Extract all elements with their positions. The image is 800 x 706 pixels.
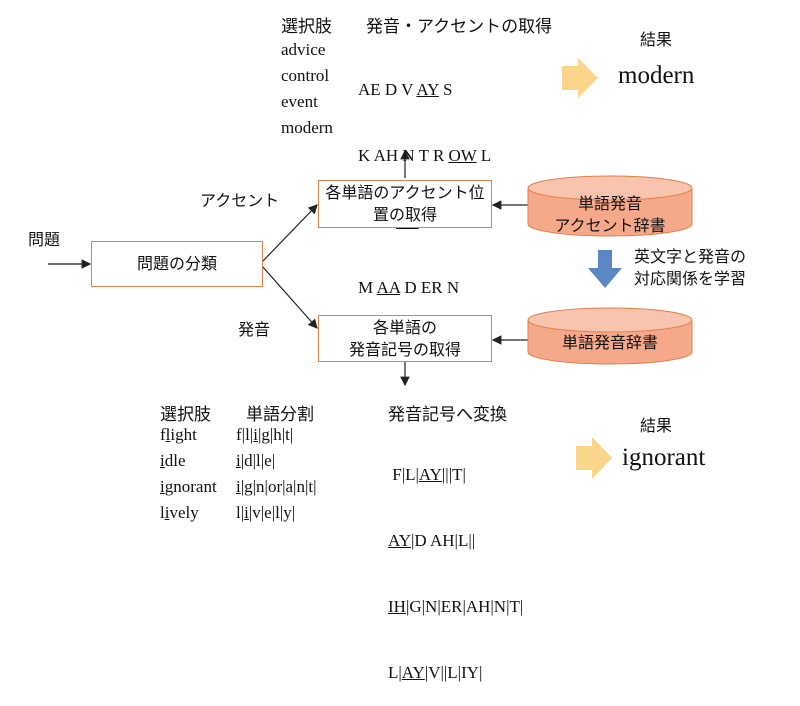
accent-phoneme: AY [416,80,439,99]
pron-symbol-box-line1: 各単語の [372,317,437,337]
top-phoneme-row: M AA D ER N [358,278,460,297]
top-phoneme-row: K AH N T R OW L [358,146,492,165]
bottom-table-split: f|l|i|g|h|t| i|d|l|e| i|g|n|or|a|n|t| l|… [236,422,317,526]
accent-dictionary-line2: アクセント辞書 [554,216,666,235]
top-phoneme-row: AE D V AY S [358,80,453,99]
pron-branch-label: 発音 [238,320,271,339]
diagram-connectors [48,58,693,479]
learn-label: 英文字と発音の 対応関係を学習 [634,246,746,290]
bottom-word: ignorant [160,477,217,496]
phoneme-row: IH|G|N|ER|AH|N|T| [388,597,524,616]
bottom-word: flight [160,425,197,444]
top-word: modern [281,118,333,137]
phoneme-row: F|L|AY|||T| [388,465,466,484]
bottom-header-split: 単語分割 [246,405,314,425]
top-table-phonemes: AE D V AY S K AH N T R OW L IH V EH N T … [358,37,491,321]
split-row: i|d|l|e| [236,451,276,470]
phoneme-row: L|AY|V||L|IY| [388,663,483,682]
accent-position-box-label: 各単語のアクセント位置の取得 [325,183,485,224]
pron-dictionary-cylinder [527,307,693,365]
bottom-header-convert: 発音記号へ変換 [388,405,507,425]
pron-branch-arrow [261,265,318,329]
top-header-pron-accent: 発音・アクセントの取得 [366,17,553,37]
split-row: i|g|n|or|a|n|t| [236,477,317,496]
phoneme-row: AY|D AH|L|| [388,531,476,550]
top-result-arrow [562,58,598,98]
bottom-result-label: 結果 [640,416,673,435]
accent-branch-arrow [261,204,318,263]
top-word: control [281,66,330,85]
bottom-header-choices: 選択肢 [160,405,211,425]
top-table-words: advice control event modern [281,37,333,141]
learn-line1: 英文字と発音の [634,247,747,266]
top-result-label: 結果 [640,30,673,49]
pron-dictionary-label: 単語発音辞書 [561,333,658,352]
accent-dictionary-label: 単語発音 アクセント辞書 [528,193,692,237]
accent-branch-label: アクセント [200,191,280,210]
top-header-choices: 選択肢 [281,17,332,37]
split-row: l|i|v|e|l|y| [236,503,296,522]
learn-line2: 対応関係を学習 [634,269,747,288]
bottom-word: idle [160,451,186,470]
learn-arrow [588,250,622,288]
accent-dictionary-cylinder [527,175,693,237]
top-result-value: modern [618,62,695,89]
accent-phoneme: OW [448,146,477,165]
classify-box-label: 問題の分類 [136,254,217,273]
problem-label: 問題 [28,230,61,249]
pron-symbol-box-line2: 発音記号の取得 [348,339,461,359]
bottom-table-phonemes: F|L|AY|||T| AY|D AH|L|| IH|G|N|ER|AH|N|T… [388,422,523,706]
split-row: f|l|i|g|h|t| [236,425,294,444]
accent-dictionary-line1: 単語発音 [577,194,642,213]
bottom-word: lively [160,503,199,522]
top-word: event [281,92,318,111]
bottom-result-arrow [576,437,612,479]
top-word: advice [281,40,326,59]
accent-position-box: 各単語のアクセント位置の取得 [318,180,492,228]
bottom-table-words: flight idle ignorant lively [160,422,217,526]
accent-phoneme: AA [376,278,401,297]
pron-symbol-box: 各単語の 発音記号の取得 [318,315,492,362]
bottom-result-value: ignorant [622,444,706,471]
classify-box: 問題の分類 [91,241,263,287]
